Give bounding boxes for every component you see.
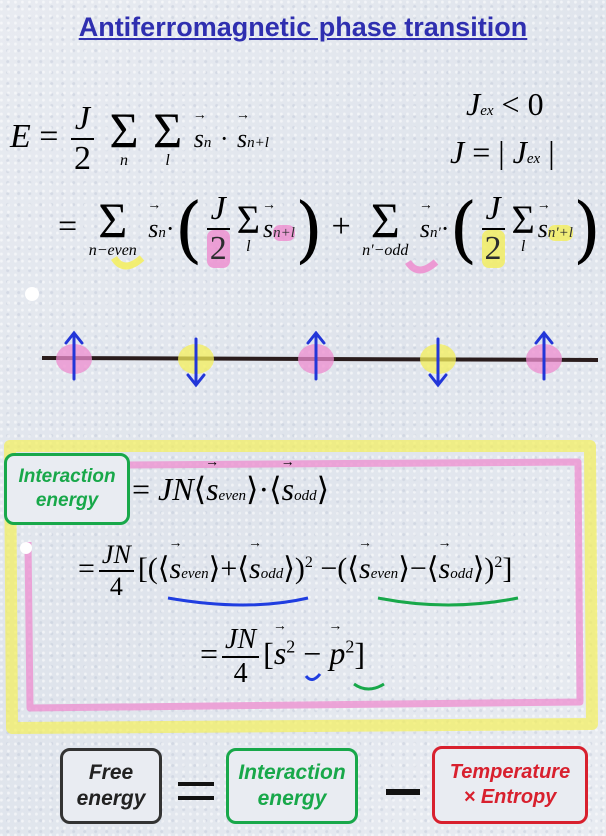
spin-up-arrow xyxy=(534,330,554,381)
sum-over-n: Σn xyxy=(108,105,138,170)
interaction-energy-label-box: Interaction energy xyxy=(4,453,130,525)
interaction-energy-box: Interaction energy xyxy=(226,748,358,824)
spin-down-arrow xyxy=(186,337,206,388)
interaction-equation-line3: =JN4[s2 − p2] xyxy=(200,619,365,690)
underline-blue xyxy=(167,596,309,607)
condition-j-abs: J = | Jex | xyxy=(450,134,555,170)
free-energy-box: Free energy xyxy=(60,748,162,824)
underline-green-p xyxy=(353,682,385,691)
interaction-equation-line2: =JN4[(⟨seven⟩+⟨sodd⟩)2 −(⟨seven⟩−⟨sodd⟩)… xyxy=(78,536,512,602)
interaction-equation-line1: = JN⟨seven⟩·⟨sodd⟩ xyxy=(132,455,329,508)
sum-over-l: Σl xyxy=(152,105,182,170)
condition-jex-negative: Jex < 0 xyxy=(466,86,544,122)
spin-chain xyxy=(56,330,562,388)
energy-equation-line2: = Σn−even sn·(J2Σlsn+l) + Σn'−odd sn'·(J… xyxy=(58,190,601,268)
temperature-entropy-box: Temperature × Entropy xyxy=(432,746,588,824)
hole-left-top xyxy=(25,287,39,301)
equals-bar-2 xyxy=(178,796,214,800)
fraction-j-over-2: J 2 xyxy=(70,100,94,178)
highlight-pink-1 xyxy=(405,259,439,274)
energy-equation-line1: E = J 2 Σn Σl sn · sn+l xyxy=(10,100,269,178)
hole-left-bottom xyxy=(20,542,32,554)
entropy-label: × Entropy xyxy=(463,786,557,808)
equals-bar-1 xyxy=(178,782,214,786)
energy-symbol: E xyxy=(10,117,31,155)
spin-up-arrow xyxy=(306,330,326,381)
underline-green xyxy=(377,596,519,607)
temperature-label: Temperature xyxy=(449,761,571,783)
underline-blue-s xyxy=(304,673,322,681)
highlight-yellow-1 xyxy=(111,255,145,270)
spin-up-arrow xyxy=(64,330,84,381)
minus-bar xyxy=(386,789,420,795)
page-title: Antiferromagnetic phase transition xyxy=(78,12,528,42)
spin-down-arrow xyxy=(428,337,448,388)
